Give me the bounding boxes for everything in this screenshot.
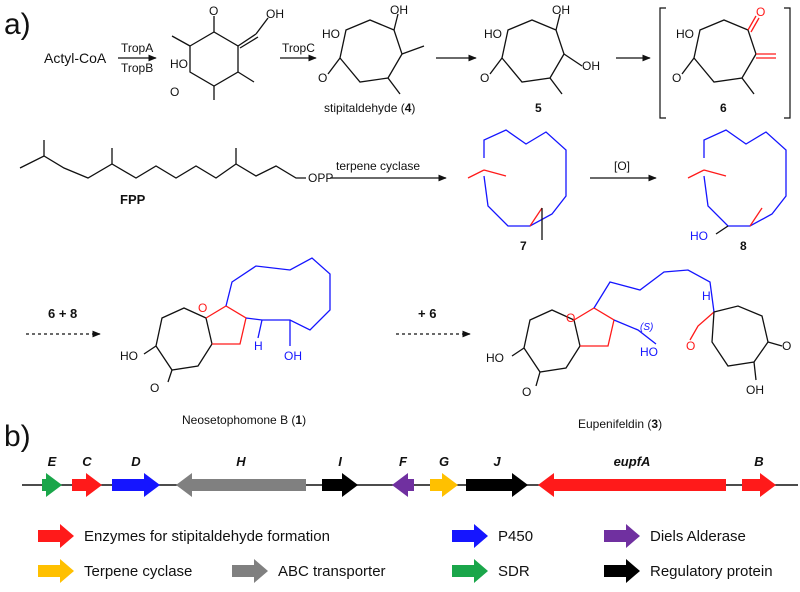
oh-label: OH <box>284 349 302 363</box>
legend-swatch <box>38 559 74 583</box>
legend-swatch <box>604 559 640 583</box>
legend-swatch <box>452 559 488 583</box>
gene-label-J: J <box>493 454 501 469</box>
acetyl-coa-label: Actyl-CoA <box>44 50 107 66</box>
reactants-right: + 6 <box>418 306 436 321</box>
o-label: O <box>170 85 179 99</box>
o-label: O <box>566 311 575 325</box>
stipitaldehyde-structure <box>327 13 425 95</box>
o-label: O <box>756 5 765 19</box>
legend-label: Regulatory protein <box>650 563 773 580</box>
o-label: O <box>522 385 531 399</box>
oxidation-label: [O] <box>614 159 630 173</box>
ho-label: HO <box>120 349 138 363</box>
gene-label-G: G <box>439 454 449 469</box>
neosetophomone-structure <box>143 257 331 383</box>
cmpd5-number: 5 <box>535 101 542 115</box>
ho-label: HO <box>170 57 188 71</box>
gene-arrow-D <box>112 473 160 497</box>
compound-7-structure <box>467 129 567 240</box>
neosetophomone-name: Neosetophomone B (1) <box>182 413 306 427</box>
ho-label: HO <box>690 229 708 243</box>
gene-label-D: D <box>131 454 141 469</box>
bracket <box>659 7 791 119</box>
eupenifeldin-name: Eupenifeldin (3) <box>578 417 662 431</box>
s-label: (S) <box>640 322 653 333</box>
h-label: H <box>254 339 263 353</box>
oh-label: O <box>209 4 218 18</box>
oh-label: OH <box>390 3 408 17</box>
panel-a-label: a) <box>4 8 31 41</box>
ho-label: HO <box>322 27 340 41</box>
legend: Enzymes for stipitaldehyde formation P450… <box>38 524 773 583</box>
legend-swatch <box>38 524 74 548</box>
gene-label-E: E <box>48 454 57 469</box>
panel-b-label: b) <box>4 420 31 453</box>
cmpd7-number: 7 <box>520 239 527 253</box>
legend-swatch <box>452 524 488 548</box>
h-label: H <box>702 289 711 303</box>
intermediate-structure <box>171 16 269 100</box>
ho-label: HO <box>484 27 502 41</box>
compound-5-structure <box>489 13 583 95</box>
cmpd4-name: stipitaldehyde (4) <box>324 101 415 115</box>
gene-arrow-eupfA <box>538 473 726 497</box>
gene-arrow-H <box>176 473 306 497</box>
o-label: O <box>686 339 695 353</box>
gene-arrow-F <box>392 473 414 497</box>
legend-swatch <box>604 524 640 548</box>
fpp-structure <box>19 140 306 179</box>
o-label: O <box>672 71 681 85</box>
compound-8-structure <box>687 129 787 235</box>
o-label: O <box>480 71 489 85</box>
oh-label: OH <box>552 3 570 17</box>
gene-label-H: H <box>236 454 246 469</box>
o-label: O <box>198 301 207 315</box>
o-label: O <box>318 71 327 85</box>
ho-label: HO <box>640 345 658 359</box>
gene-arrow-I <box>322 473 358 497</box>
cyclase-label: terpene cyclase <box>336 159 420 173</box>
legend-label: SDR <box>498 563 530 580</box>
gene-label-C: C <box>82 454 92 469</box>
ho-label: HO <box>486 351 504 365</box>
legend-label: Terpene cyclase <box>84 563 192 580</box>
legend-label: P450 <box>498 528 533 545</box>
cmpd8-number: 8 <box>740 239 747 253</box>
eupenifeldin-structure <box>511 269 783 387</box>
gene-label-eupfA: eupfA <box>614 454 651 469</box>
cmpd6-number: 6 <box>720 101 727 115</box>
reactants-left: 6 + 8 <box>48 306 77 321</box>
gene-arrow-J <box>466 473 528 497</box>
oh-label: OH <box>582 59 600 73</box>
gene-arrow-E <box>42 473 62 497</box>
tropC-label: TropC <box>282 41 315 55</box>
oh-label: OH <box>746 383 764 397</box>
gene-arrow-G <box>430 473 458 497</box>
fpp-label: FPP <box>120 192 146 207</box>
tropA-label: TropA <box>121 41 153 55</box>
gene-arrow-B <box>742 473 776 497</box>
gene-label-I: I <box>338 454 342 469</box>
compound-6-structure <box>681 15 776 95</box>
o-label: O <box>782 339 791 353</box>
legend-label: Diels Alderase <box>650 528 746 545</box>
gene-label-B: B <box>754 454 763 469</box>
legend-swatch <box>232 559 268 583</box>
ho-label: HO <box>676 27 694 41</box>
legend-label: ABC transporter <box>278 563 386 580</box>
gene-label-F: F <box>399 454 408 469</box>
o-label: O <box>150 381 159 395</box>
tropB-label: TropB <box>121 61 153 75</box>
oh-label: OH <box>266 7 284 21</box>
legend-label: Enzymes for stipitaldehyde formation <box>84 528 330 545</box>
opp-label: OPP <box>308 171 333 185</box>
gene-arrow-C <box>72 473 102 497</box>
